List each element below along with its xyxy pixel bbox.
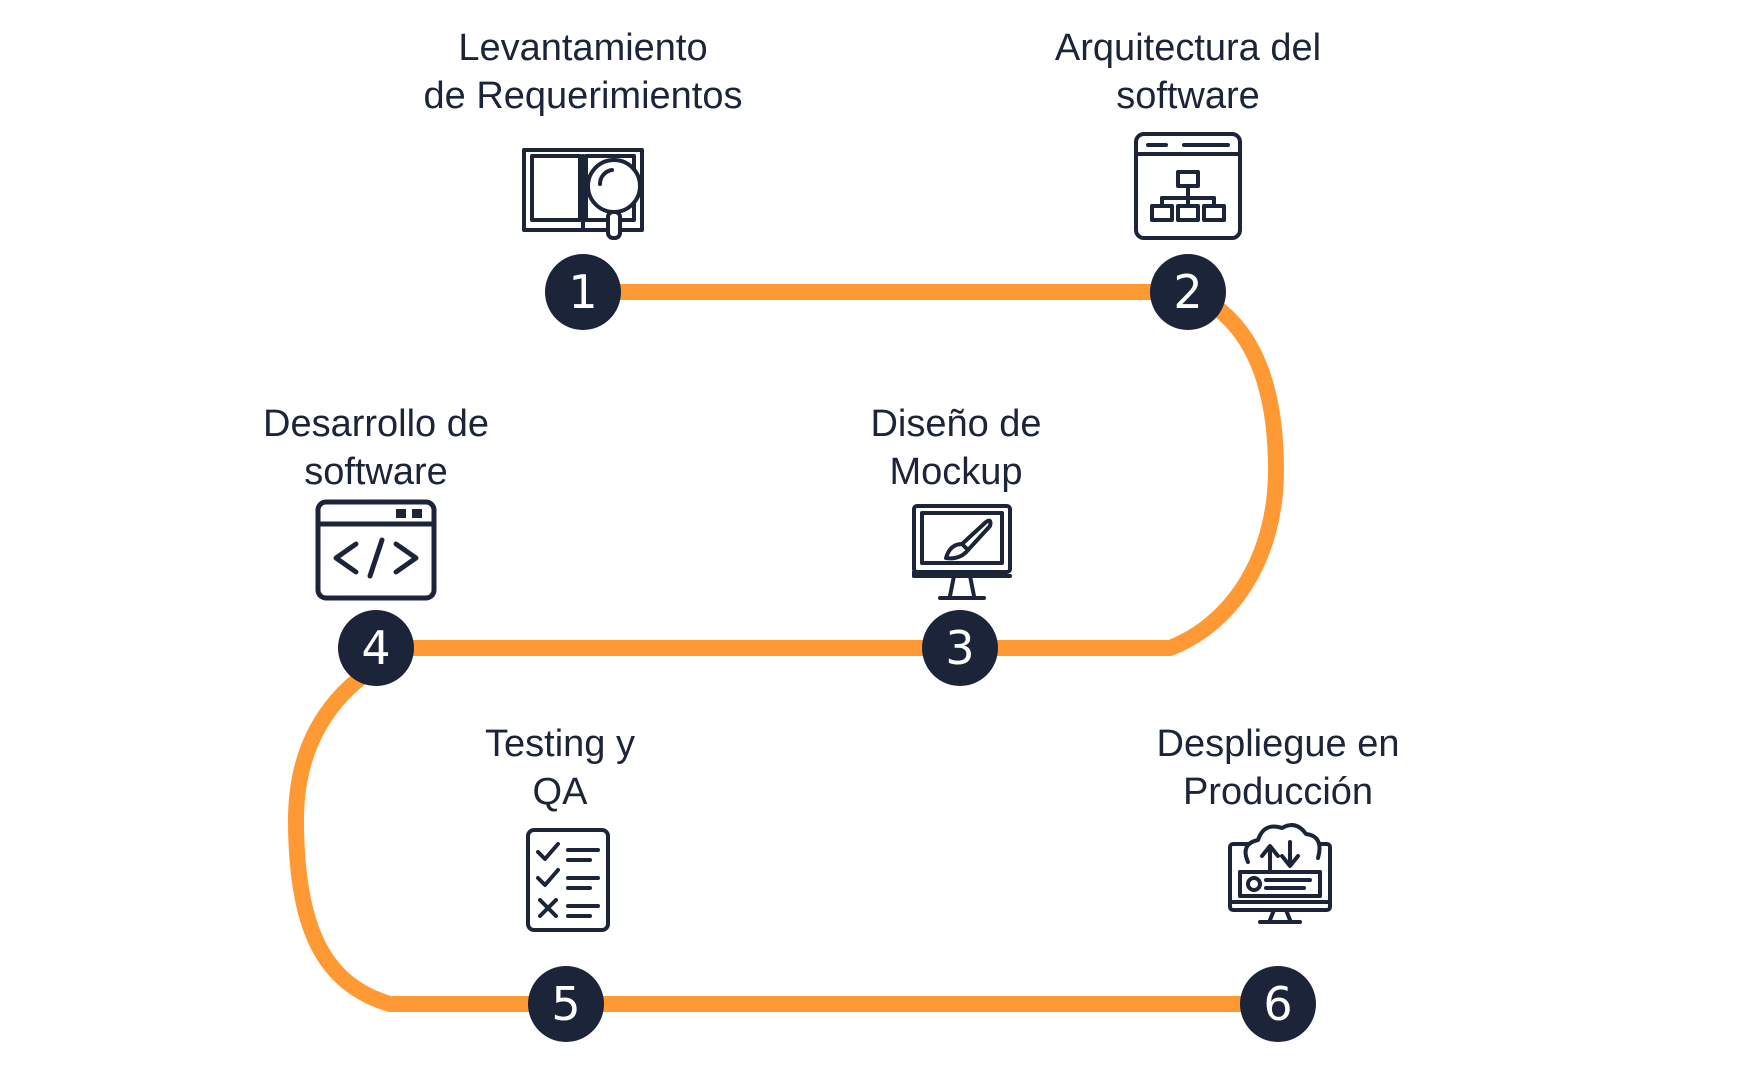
step-node-4: 4: [338, 610, 414, 686]
step-label-1: Levantamiento de Requerimientos: [424, 24, 743, 120]
step-label-4-line1: Desarrollo de: [263, 403, 489, 445]
step-label-4-line2: software: [304, 451, 448, 493]
step-node-2: 2: [1150, 254, 1226, 330]
step-node-5: 5: [528, 966, 604, 1042]
step-label-6-line1: Despliegue en: [1156, 723, 1400, 765]
sitemap-window-icon: [1134, 132, 1242, 240]
step-label-5-line1: Testing y: [485, 723, 635, 765]
step-label-6-line2: Producción: [1182, 771, 1374, 813]
step-label-5: Testing y QA: [485, 720, 635, 816]
step-label-2-line1: Arquitectura del: [1054, 27, 1322, 69]
process-path: [288, 284, 1286, 1012]
step-node-3: 3: [922, 610, 998, 686]
book-magnifier-icon: [522, 148, 644, 240]
step-number-3: 3: [945, 621, 974, 675]
monitor-paintbrush-icon: [912, 504, 1012, 600]
step-node-6: 6: [1240, 966, 1316, 1042]
step-label-5-line2: QA: [532, 771, 588, 813]
step-number-4: 4: [361, 621, 390, 675]
step-label-6: Despliegue en Producción: [1157, 720, 1400, 816]
step-number-5: 5: [551, 977, 580, 1031]
step-label-3-line1: Diseño de: [870, 403, 1042, 445]
step-label-2: Arquitectura del software: [1055, 24, 1321, 120]
step-label-4: Desarrollo de software: [263, 400, 489, 496]
step-number-2: 2: [1173, 265, 1202, 319]
step-label-1-line1: Levantamiento: [458, 27, 708, 69]
checklist-icon: [526, 828, 610, 932]
step-label-3-line2: Mockup: [889, 451, 1023, 493]
step-label-1-line2: de Requerimientos: [423, 75, 743, 117]
step-label-2-line2: software: [1116, 75, 1260, 117]
code-window-icon: [315, 499, 437, 601]
step-label-3: Diseño de Mockup: [870, 400, 1041, 496]
step-node-1: 1: [545, 254, 621, 330]
step-number-6: 6: [1263, 977, 1292, 1031]
cloud-deploy-monitor-icon: [1228, 823, 1332, 924]
step-number-1: 1: [568, 265, 597, 319]
